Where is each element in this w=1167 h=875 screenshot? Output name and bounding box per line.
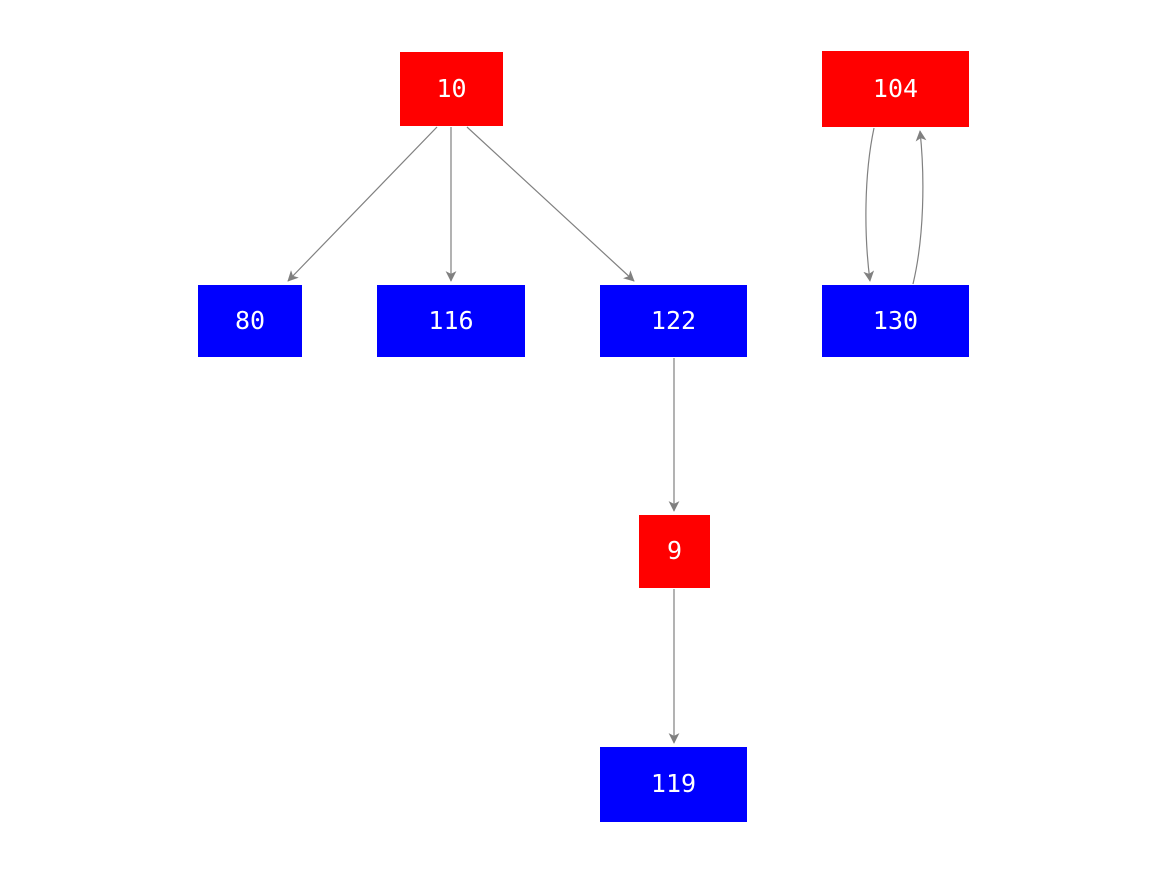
node-label: 130 <box>872 305 919 335</box>
edge-n130-to-n104 <box>912 130 927 285</box>
graph-node-116[interactable]: 116 <box>377 285 525 357</box>
node-label: 122 <box>650 305 697 335</box>
graph-node-130[interactable]: 130 <box>822 285 969 357</box>
node-label: 80 <box>234 305 266 335</box>
edges-group <box>287 126 927 744</box>
edge-n10-to-n122 <box>466 126 635 282</box>
edge-n10-to-n80 <box>287 126 438 282</box>
node-label: 104 <box>872 73 919 103</box>
graph-node-10[interactable]: 10 <box>400 52 503 126</box>
graph-node-122[interactable]: 122 <box>600 285 747 357</box>
graph-node-80[interactable]: 80 <box>198 285 302 357</box>
node-label: 119 <box>650 769 697 798</box>
graph-node-9[interactable]: 9 <box>639 515 710 588</box>
graph-node-119[interactable]: 119 <box>600 747 747 822</box>
node-label: 9 <box>666 536 683 565</box>
graph-node-104[interactable]: 104 <box>822 51 969 127</box>
edge-n104-to-n130 <box>863 127 875 282</box>
node-label: 116 <box>428 305 474 335</box>
node-label: 10 <box>436 73 467 103</box>
